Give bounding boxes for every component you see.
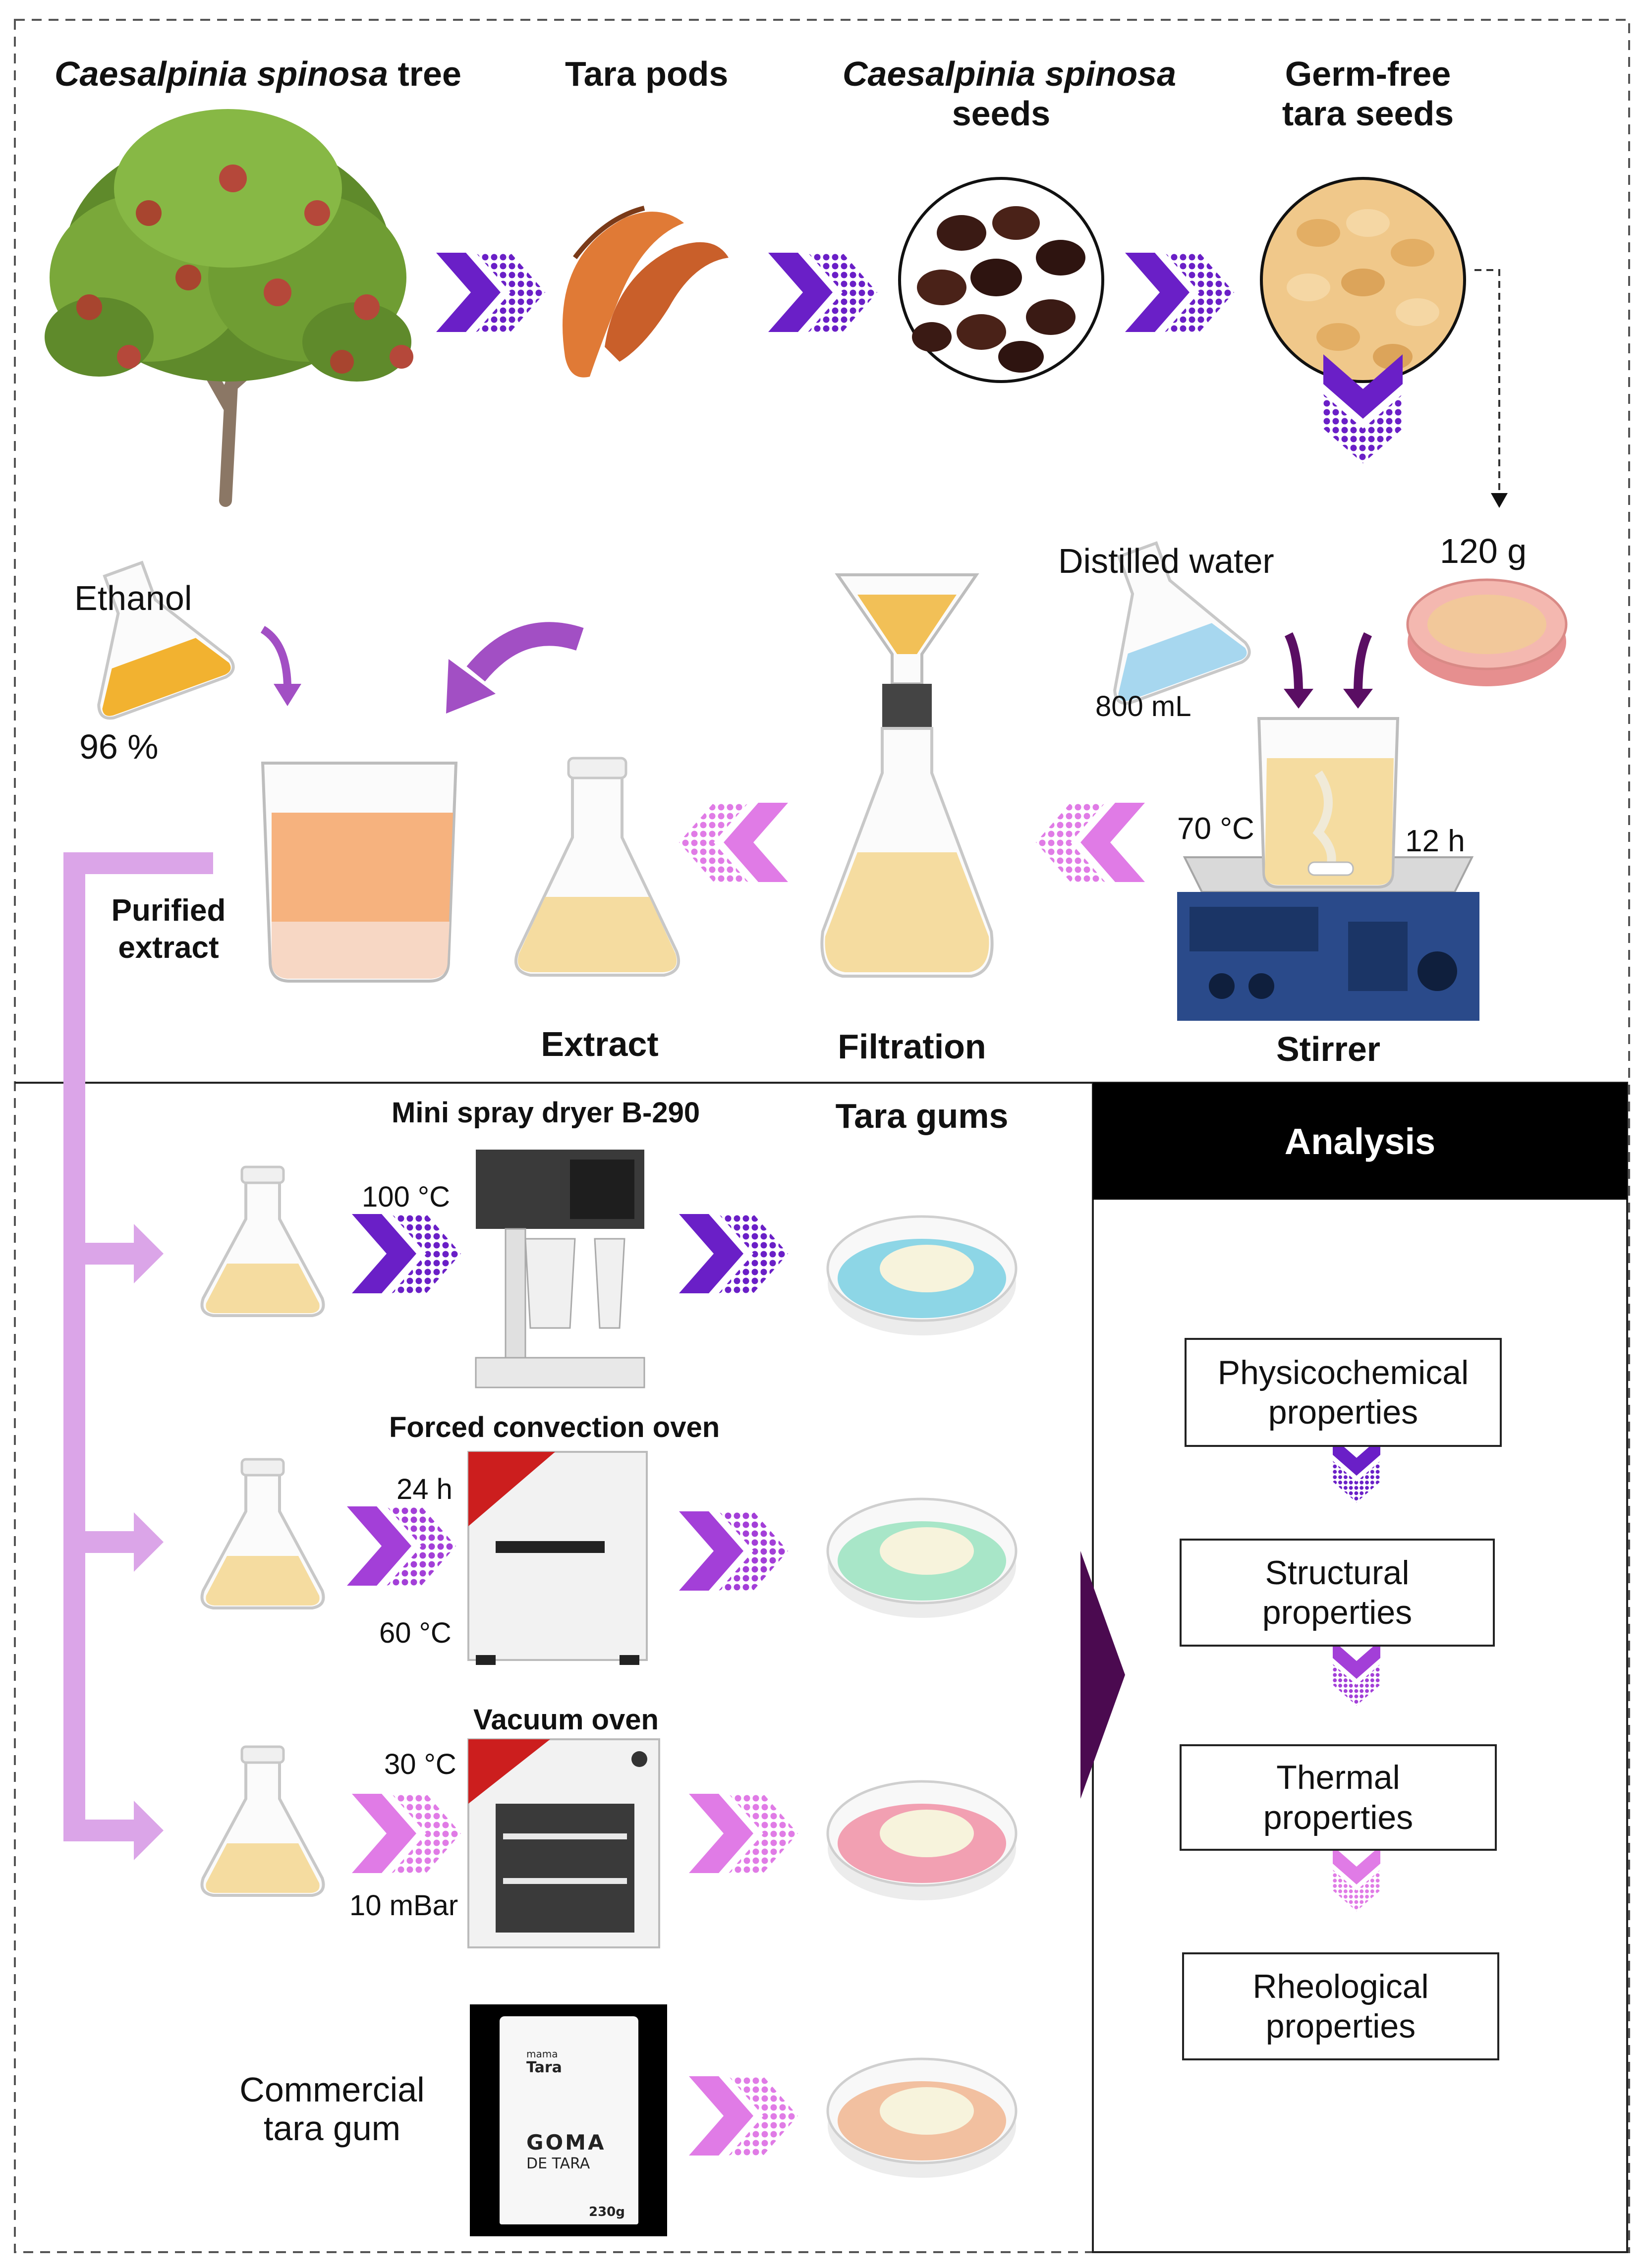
chevron-arrow: [1333, 1846, 1380, 1911]
seeds-label-line1: Caesalpinia spinosa: [843, 55, 1177, 93]
tara-gums-label: Tara gums: [835, 1097, 1009, 1135]
extract-flask-convection: [202, 1459, 324, 1608]
chevron-arrow: [436, 253, 545, 332]
spray-temperature: 100 °C: [362, 1181, 450, 1213]
chevron-arrow: [679, 1511, 788, 1591]
seed-mass-label: 120 g: [1440, 532, 1527, 570]
germfree-label-line2: tara seeds: [1282, 94, 1454, 133]
petri-dish-seeds: [1406, 578, 1568, 686]
tara-pods-illustration: [563, 206, 729, 378]
vacuum-pressure: 10 mBar: [349, 1889, 458, 1922]
spray-dryer-title: Mini spray dryer B-290: [392, 1097, 700, 1129]
petri-dish-commercial: [828, 2059, 1016, 2178]
commercial-label-line2: tara gum: [263, 2109, 401, 2148]
distribution-line: [63, 852, 213, 1860]
chevron-arrow: [679, 1214, 788, 1293]
analysis-item-line1: Structural: [1265, 1553, 1410, 1592]
package-brand-line1: mama: [526, 2048, 558, 2060]
purified-label-line1: Purified: [111, 893, 226, 928]
germ-free-seeds-illustration: [1260, 177, 1466, 383]
extract-flask-spray: [202, 1167, 324, 1316]
commercial-package: mama Tara GOMA DE TARA 230g: [470, 2004, 667, 2236]
curved-arrow: [466, 622, 584, 682]
package-product-line2: DE TARA: [526, 2155, 590, 2172]
filtration-setup: [820, 573, 994, 978]
chevron-arrow: [1125, 253, 1234, 332]
ethanol-label: Ethanol: [74, 579, 192, 617]
heated-beaker: [1257, 717, 1400, 888]
extract-flask: [514, 757, 680, 977]
tree-label: Caesalpinia spinosa tree: [55, 55, 461, 93]
water-flask: [1113, 541, 1251, 705]
vacuum-temperature: 30 °C: [384, 1748, 456, 1780]
tara-tree-illustration: [45, 109, 413, 507]
seeds-illustration: [898, 177, 1104, 383]
chevron-arrow: [347, 1506, 456, 1586]
dashed-connector: [1474, 269, 1500, 496]
temperature-label: 70 °C: [1177, 812, 1254, 846]
analysis-item-line1: Rheological: [1252, 1967, 1429, 2005]
ethanol-concentration: 96 %: [79, 727, 159, 766]
purified-extract-beaker: [261, 762, 458, 983]
analysis-item-line2: properties: [1265, 2007, 1416, 2045]
time-label: 12 h: [1405, 824, 1465, 858]
package-weight: 230g: [589, 2205, 625, 2219]
chevron-arrow: [679, 803, 788, 882]
purified-label-line2: extract: [118, 931, 219, 965]
extract-flask-vacuum: [202, 1747, 324, 1895]
analysis-item-line2: properties: [1262, 1594, 1413, 1631]
package-bag: mama Tara GOMA DE TARA 230g: [500, 2016, 638, 2224]
chevron-arrow: [352, 1794, 461, 1873]
filtration-label: Filtration: [838, 1027, 986, 1066]
chevron-arrow: [1036, 803, 1145, 882]
chevron-arrow: [768, 253, 877, 332]
water-volume-label: 800 mL: [1095, 690, 1191, 722]
package-product-line1: GOMA: [526, 2130, 606, 2155]
convection-temperature: 60 °C: [379, 1617, 452, 1649]
germfree-label-line1: Germ-free: [1285, 55, 1451, 93]
analysis-header: Analysis: [1093, 1083, 1627, 1200]
analysis-item-line1: Physicochemical: [1217, 1353, 1469, 1391]
petri-dish-vacuum: [828, 1781, 1016, 1900]
tree-label-rest: tree: [388, 55, 461, 93]
stirrer-label: Stirrer: [1276, 1030, 1381, 1068]
analysis-item-line2: properties: [1263, 1798, 1414, 1836]
convection-oven-illustration: [467, 1451, 648, 1665]
extract-label: Extract: [541, 1025, 659, 1063]
ethanol-flask: [97, 560, 235, 720]
vacuum-oven-title: Vacuum oven: [473, 1704, 659, 1736]
chevron-arrow: [689, 1794, 798, 1873]
tree-label-italic: Caesalpinia spinosa: [55, 55, 389, 93]
chevron-arrow: [689, 2076, 798, 2156]
analysis-triangle: [1080, 1551, 1125, 1799]
convection-oven-title: Forced convection oven: [389, 1411, 720, 1443]
convection-time: 24 h: [397, 1473, 453, 1505]
petri-dish-spray: [828, 1217, 1016, 1335]
chevron-arrow: [1333, 1640, 1380, 1706]
outer-frame: [14, 19, 1630, 2253]
seeds-label-line2: seeds: [952, 94, 1051, 133]
analysis-item-line2: properties: [1268, 1393, 1418, 1431]
distilled-water-label: Distilled water: [1058, 542, 1274, 580]
commercial-label-line1: Commercial: [239, 2070, 425, 2109]
spray-dryer-illustration: [475, 1150, 645, 1388]
chevron-arrow: [352, 1214, 461, 1293]
vacuum-oven-illustration: [467, 1738, 660, 1948]
petri-dish-convection: [828, 1499, 1016, 1618]
analysis-item-line1: Thermal: [1276, 1759, 1400, 1797]
pods-label: Tara pods: [565, 55, 729, 93]
package-brand-line2: Tara: [526, 2059, 562, 2076]
